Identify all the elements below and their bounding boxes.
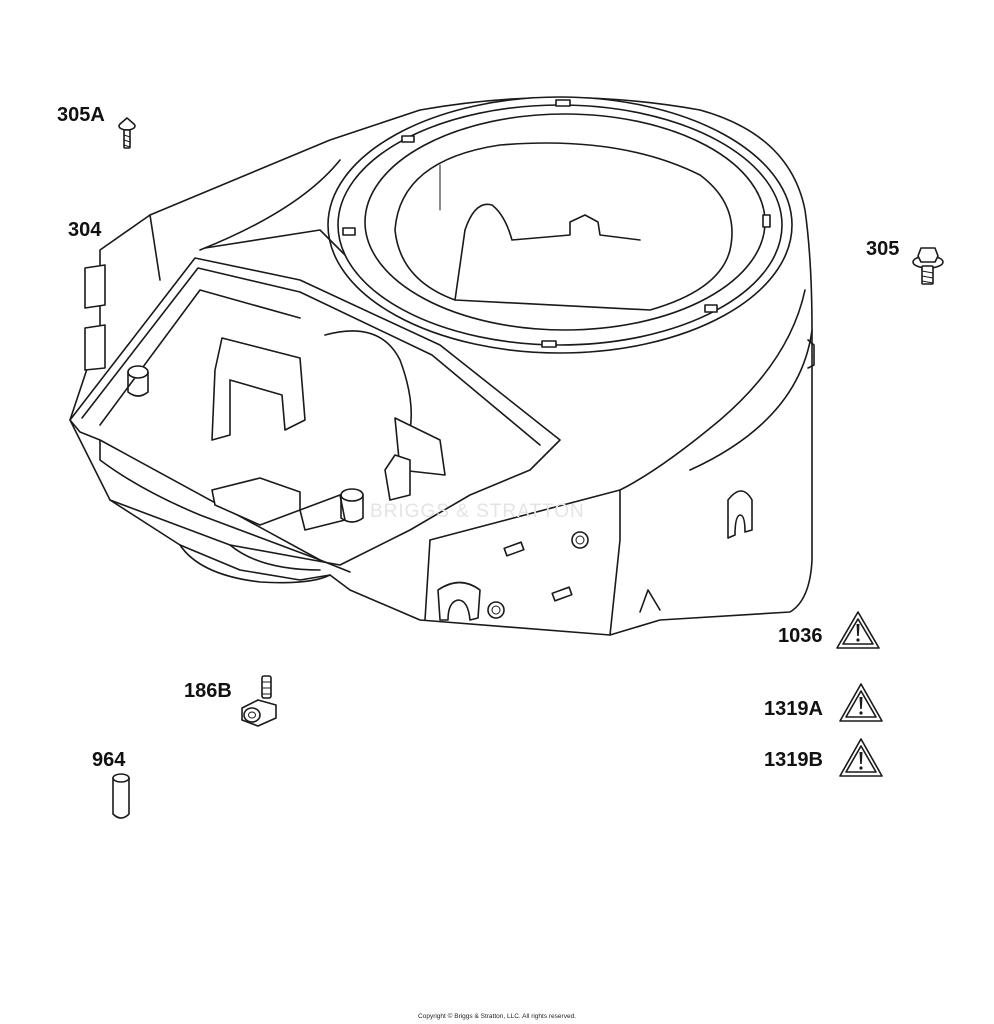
callout-964: 964 [92,749,126,771]
copyright-notice: Copyright © Briggs & Stratton, LLC. All … [418,1013,576,1020]
pin-964-icon [112,773,130,819]
callout-1036: 1036 [778,625,823,647]
callout-1319b: 1319B [764,749,823,771]
watermark: BRIGGS & STRATTON [370,501,585,522]
callout-305a: 305A [57,104,105,126]
warning-triangle-1319a-icon [839,683,883,722]
screw-305-icon [912,247,944,285]
callout-1319a: 1319A [764,698,823,720]
warning-triangle-1036-icon [836,611,880,649]
fitting-186b-icon [241,675,277,727]
callout-186b: 186B [184,680,232,702]
callout-305: 305 [866,238,900,260]
blower-housing [69,96,815,636]
callout-304: 304 [68,219,102,241]
warning-triangle-1319b-icon [839,738,883,777]
screw-305a-icon [118,117,136,149]
